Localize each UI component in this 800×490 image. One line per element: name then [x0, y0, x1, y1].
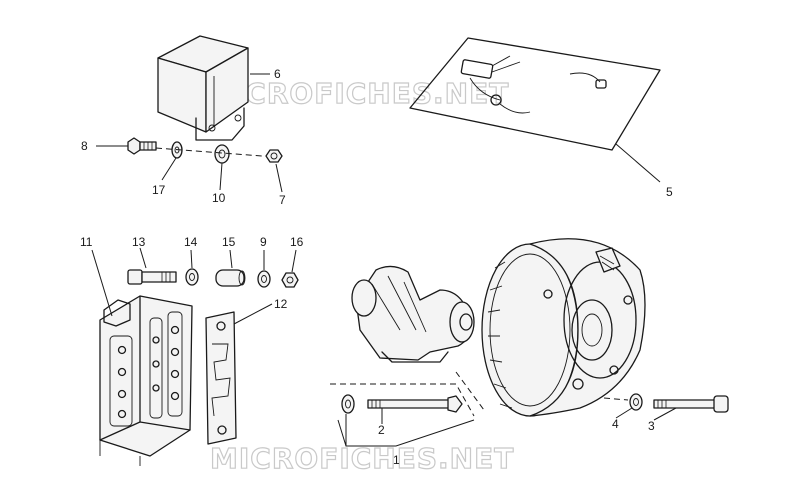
callout-17: 17: [152, 183, 166, 197]
wiring-harness: [409, 37, 661, 151]
callout-1: 1: [393, 453, 400, 467]
callout-12: 12: [274, 297, 288, 311]
through-bolt-2: [341, 394, 463, 414]
assembly-axis-bottom: [330, 383, 475, 417]
assembly-axis-top: [155, 147, 263, 157]
assembly-axis-right: [603, 397, 629, 401]
callout-2: 2: [378, 423, 385, 437]
rectifier-assembly: [99, 295, 193, 466]
callout-8: 8: [81, 139, 88, 153]
callout-labels: 1 2 3 4 5 6 7 8 9 10 11 12 13 14 15 16 1…: [80, 67, 673, 467]
watermark-bottom: MICROFICHES.NET: [210, 442, 514, 475]
bolt-13: [127, 269, 177, 285]
callout-15: 15: [222, 235, 236, 249]
nut-16: [281, 272, 299, 288]
callout-4: 4: [612, 417, 619, 431]
callout-14: 14: [184, 235, 198, 249]
washer-4: [629, 393, 643, 411]
mounting-bolt-8: [127, 137, 157, 155]
regulator-box: [157, 35, 249, 141]
alternator-rotor: [351, 265, 475, 363]
spacer-15: [215, 269, 246, 287]
nut-7: [265, 149, 283, 163]
insulator-plate-12: [205, 311, 237, 445]
washer-9: [257, 270, 271, 288]
callout-7: 7: [279, 193, 286, 207]
callout-11: 11: [80, 235, 93, 249]
callout-3: 3: [648, 419, 655, 433]
bolt-3: [653, 395, 729, 413]
washer-14: [185, 268, 199, 286]
callout-10: 10: [212, 191, 226, 205]
washer-10: [214, 144, 230, 164]
assembly-axis-rotor: [455, 371, 485, 411]
leader-lines: [91, 73, 677, 447]
callout-6: 6: [274, 67, 281, 81]
callout-9: 9: [260, 235, 267, 249]
callout-16: 16: [290, 235, 304, 249]
callout-13: 13: [132, 235, 146, 249]
alternator-housing: [481, 238, 646, 417]
callout-5: 5: [666, 185, 673, 199]
watermark-top: MICROFICHES.NET: [205, 77, 509, 110]
